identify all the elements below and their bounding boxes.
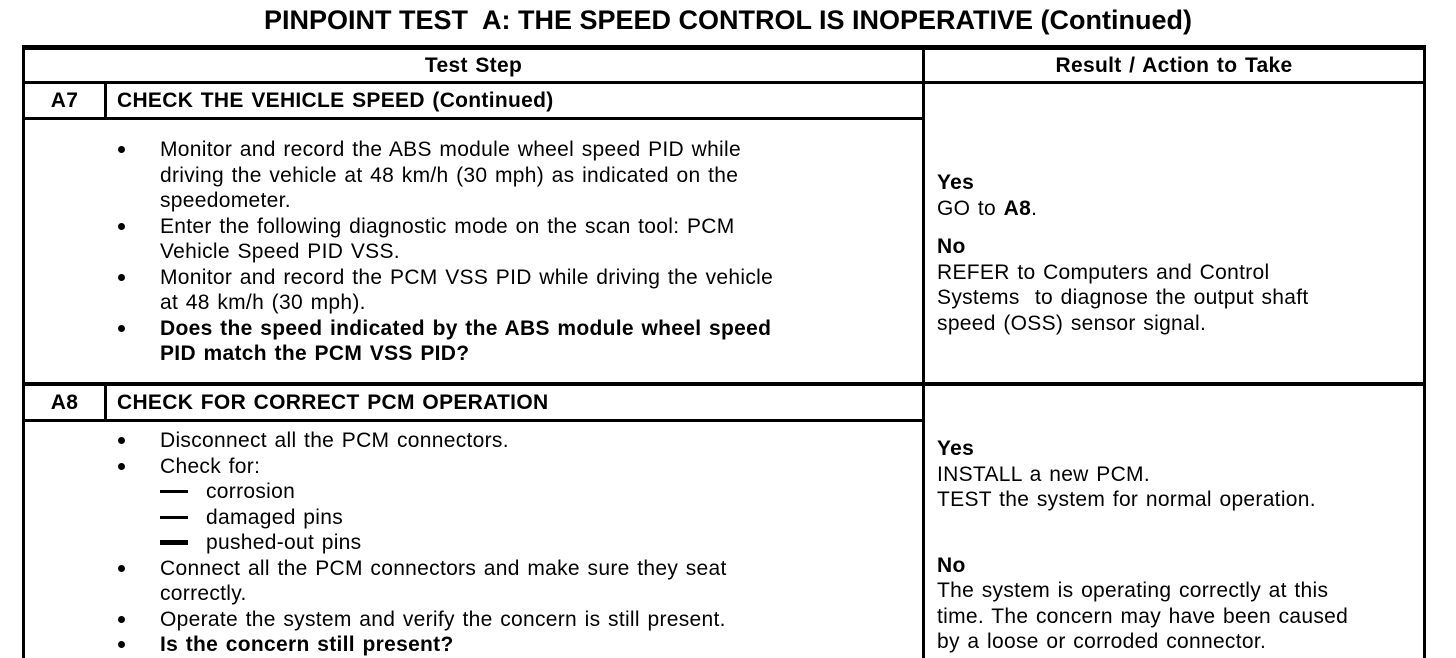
- result-no-block: No The system is operating correctly at …: [937, 553, 1419, 655]
- bullet-text: Disconnect all the PCM connectors.: [160, 429, 509, 452]
- yes-action-suffix: .: [1031, 196, 1038, 220]
- bullet-text: Connect all the PCM connectors and make …: [160, 556, 727, 606]
- bullet-item: Operate the system and verify the concer…: [118, 607, 922, 633]
- bullet-text: Monitor and record the ABS module wheel …: [160, 138, 741, 212]
- bullet-item: Monitor and record the ABS module wheel …: [118, 137, 922, 214]
- step-a8-instructions: Disconnect all the PCM connectors. Check…: [23, 420, 926, 658]
- bullet-icon: [118, 454, 160, 480]
- bullet-item: Disconnect all the PCM connectors.: [118, 428, 922, 454]
- column-header-test-step: Test Step: [23, 47, 926, 84]
- bullet-icon: [118, 428, 160, 454]
- bullet-text: Is the concern still present?: [160, 633, 454, 656]
- dash-text: damaged pins: [206, 505, 344, 529]
- bullet-item: Connect all the PCM connectors and make …: [118, 556, 922, 607]
- step-a7-title: CHECK THE VEHICLE SPEED (Continued): [105, 82, 926, 120]
- bullet-text: Does the speed indicated by the ABS modu…: [160, 316, 772, 366]
- step-a7-body-row: Monitor and record the ABS module wheel …: [23, 118, 1425, 386]
- step-a8-title: CHECK FOR CORRECT PCM OPERATION: [105, 384, 926, 422]
- bullet-icon: [118, 607, 160, 633]
- step-ref-a8: A8: [1003, 196, 1032, 220]
- step-a7-id: A7: [23, 82, 107, 120]
- yes-action-prefix: GO to: [937, 196, 1004, 220]
- bullet-icon: [118, 316, 160, 367]
- page-title: PINPOINT TEST A: THE SPEED CONTROL IS IN…: [263, 5, 1193, 35]
- bullet-text: Check for:: [160, 454, 261, 478]
- dash-text: pushed-out pins: [206, 531, 362, 554]
- bullet-text: Monitor and record the PCM VSS PID while…: [160, 265, 774, 315]
- dash-sub-item: corrosion: [160, 479, 922, 505]
- dash-text: corrosion: [206, 480, 296, 503]
- bullet-text: Operate the system and verify the concer…: [160, 607, 726, 631]
- bullet-icon: [118, 214, 160, 265]
- bullet-item-question: Does the speed indicated by the ABS modu…: [118, 316, 922, 367]
- result-no-label: No: [937, 235, 966, 258]
- result-no-block: No REFER to Computers and Control System…: [937, 234, 1419, 336]
- step-a7-result-cell: Yes GO to A8. No REFER to Computers and …: [922, 82, 1425, 386]
- bullet-icon: [118, 556, 160, 607]
- dash-icon: [160, 505, 206, 531]
- step-a7-header-row: A7 CHECK THE VEHICLE SPEED (Continued) Y…: [23, 82, 1425, 386]
- table-header-row: Test Step Result / Action to Take: [23, 47, 1425, 84]
- dash-sub-item: damaged pins: [160, 505, 922, 531]
- bullet-icon: [118, 137, 160, 214]
- dash-sub-item: pushed-out pins: [160, 530, 922, 556]
- step-a8-result-cell: Yes INSTALL a new PCM. TEST the system f…: [922, 384, 1425, 658]
- step-a8-body-row: Disconnect all the PCM connectors. Check…: [23, 420, 1425, 658]
- dash-icon: [160, 530, 206, 556]
- step-a8-header-row: A8 CHECK FOR CORRECT PCM OPERATION Yes I…: [23, 384, 1425, 658]
- result-no-action: REFER to Computers and Control Systems t…: [937, 260, 1309, 335]
- bullet-text: Enter the following diagnostic mode on t…: [160, 214, 735, 264]
- bullet-icon: [118, 632, 160, 658]
- result-no-label: No: [937, 553, 966, 577]
- result-yes-action: INSTALL a new PCM. TEST the system for n…: [937, 462, 1316, 512]
- step-a8-id: A8: [23, 384, 107, 422]
- bullet-icon: [118, 265, 160, 316]
- bullet-item: Enter the following diagnostic mode on t…: [118, 214, 922, 265]
- bullet-item: Check for:: [118, 454, 922, 480]
- bullet-item: Monitor and record the PCM VSS PID while…: [118, 265, 922, 316]
- result-yes-label: Yes: [937, 171, 975, 194]
- result-yes-action: GO to A8.: [937, 196, 1419, 222]
- result-no-action: The system is operating correctly at thi…: [937, 579, 1349, 653]
- column-header-result: Result / Action to Take: [923, 47, 1425, 84]
- bullet-item-question: Is the concern still present?: [118, 632, 922, 658]
- pinpoint-test-table: Test Step Result / Action to Take A7 CHE…: [22, 45, 1427, 658]
- result-yes-label: Yes: [937, 437, 975, 460]
- step-a7-instructions: Monitor and record the ABS module wheel …: [23, 118, 926, 386]
- dash-icon: [160, 479, 206, 505]
